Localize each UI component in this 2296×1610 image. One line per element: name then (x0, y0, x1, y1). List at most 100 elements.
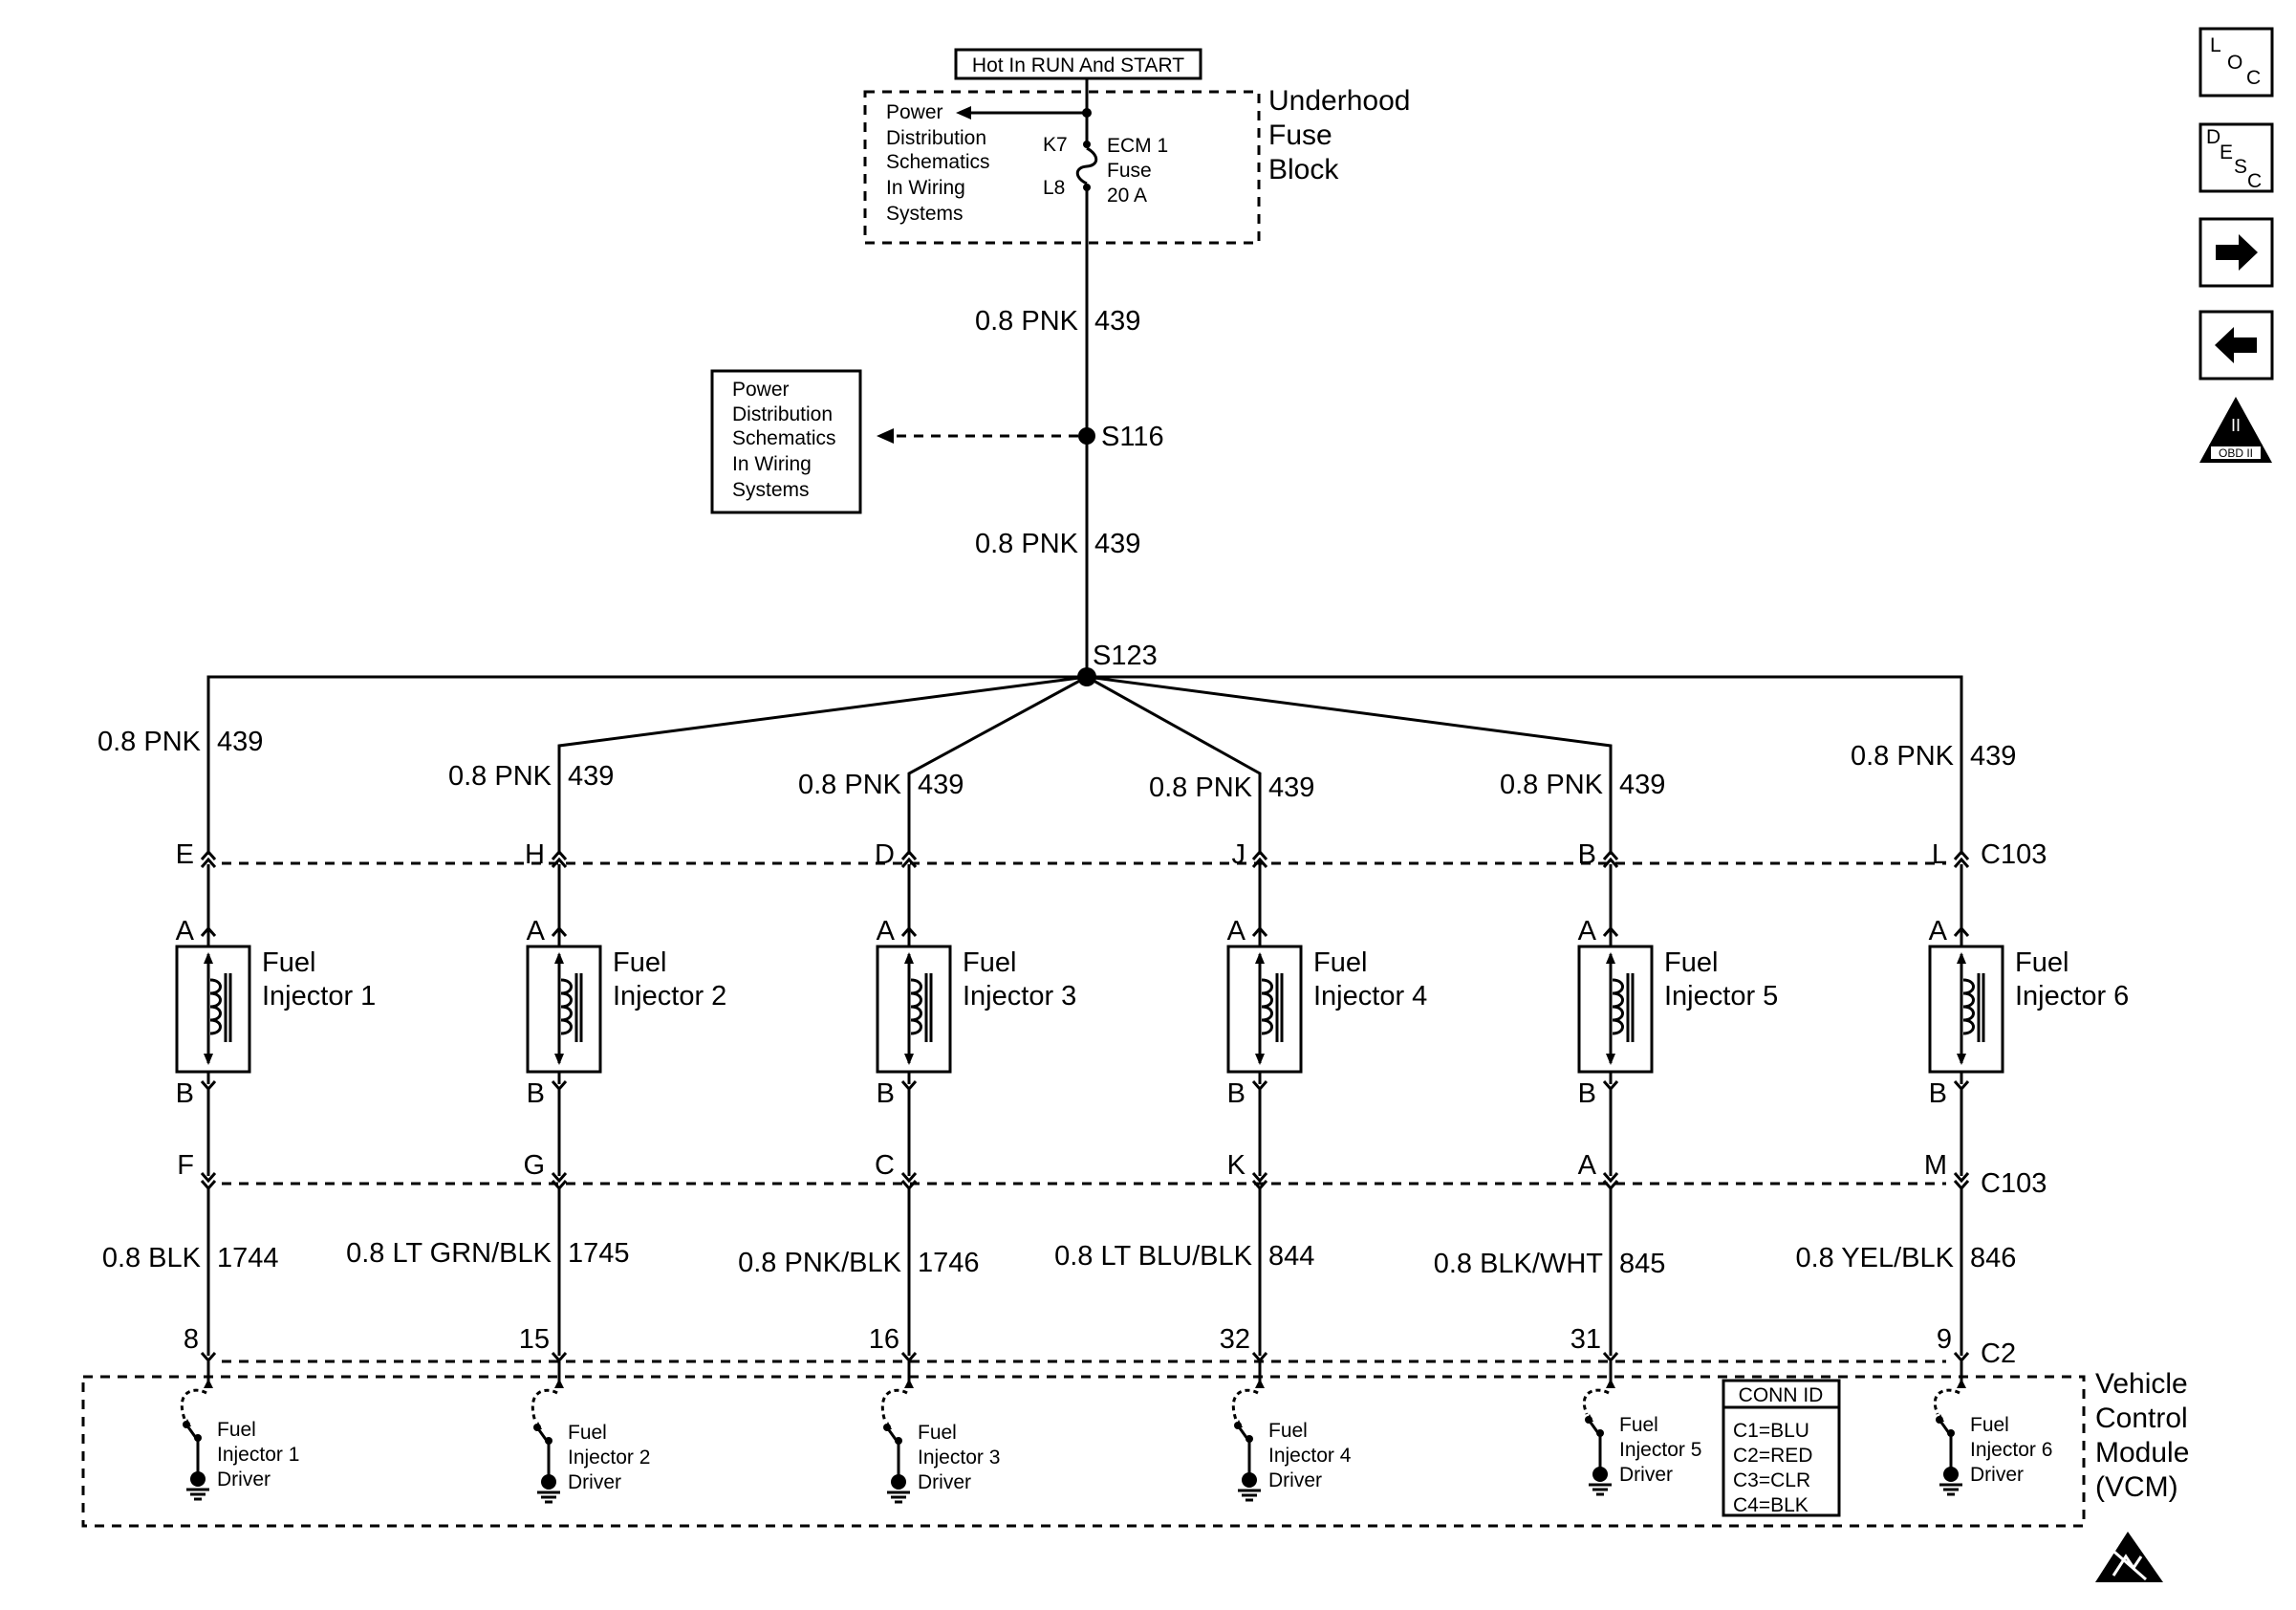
pin-b-label: B (1227, 1078, 1245, 1109)
pin-top-label: L (1932, 839, 1947, 870)
fuse-label-1: ECM 1 (1107, 135, 1168, 157)
fuel-injector-2 (526, 945, 602, 1074)
driver-label-3: Driver (217, 1469, 271, 1490)
injector-column-6 (1928, 841, 2004, 1496)
branch-3 (907, 675, 1088, 841)
s116-label: S116 (1101, 422, 1164, 452)
svg-text:Vehicle: Vehicle (2095, 1368, 2188, 1400)
supply-wire-label: 0.8 PNK (1500, 770, 1604, 800)
pin-bottom-label: G (523, 1150, 545, 1181)
supply-circuit-label: 439 (1619, 770, 1665, 800)
driver-label-1: Fuel (1970, 1414, 2009, 1436)
c2-label: C2 (1981, 1338, 2016, 1369)
main-wire-label-2: 0.8 PNK (975, 529, 1079, 559)
svg-text:(VCM): (VCM) (2095, 1471, 2178, 1503)
injector-driver-switch-5 (1583, 1388, 1612, 1496)
return-wire-label: 0.8 YEL/BLK (1795, 1243, 1954, 1273)
supply-circuit-label: 439 (217, 727, 263, 757)
vcm-label: Vehicle Control Module (VCM) (2095, 1368, 2189, 1503)
injector-name-2: Injector 6 (2015, 981, 2129, 1012)
svg-text:OBD II: OBD II (2219, 446, 2253, 460)
svg-text:D: D (2206, 126, 2220, 148)
injector-driver-switch-4 (1231, 1388, 1261, 1502)
main-circuit-label-2: 439 (1094, 529, 1140, 559)
svg-text:O: O (2227, 52, 2242, 74)
pds-box-5: Systems (732, 479, 810, 501)
vcm-pin-label: 31 (1570, 1324, 1601, 1355)
branch-6 (1087, 675, 1963, 841)
obd-ii-icon[interactable]: II OBD II (2199, 397, 2272, 463)
desc-icon[interactable]: D E S C (2199, 122, 2274, 193)
driver-label-2: Injector 2 (568, 1447, 650, 1469)
svg-text:C: C (2247, 170, 2262, 192)
branch-5 (1086, 675, 1613, 841)
vcm-pin-label: 16 (869, 1324, 899, 1355)
conn-id-2: C2=RED (1733, 1445, 1812, 1467)
arrow-left-icon[interactable] (2199, 310, 2274, 381)
return-wire-label: 0.8 PNK/BLK (738, 1248, 902, 1278)
injector-column-4 (1226, 841, 1303, 1502)
pin-b-label: B (877, 1078, 895, 1109)
underhood-fuse-block: Underhood Fuse Block Power Distribution … (863, 85, 1410, 245)
pin-top-label: E (176, 839, 194, 870)
fuel-injector-1 (175, 945, 251, 1074)
pin-b-label: B (176, 1078, 194, 1109)
branch-1 (206, 675, 1087, 841)
loc-icon[interactable]: L O C (2199, 27, 2274, 98)
fuse-symbol (1075, 146, 1098, 185)
injector-name-2: Injector 2 (613, 981, 726, 1012)
fuse-block-label-2: Fuse (1268, 120, 1332, 151)
driver-label-1: Fuel (217, 1419, 256, 1441)
driver-label-3: Driver (1970, 1464, 2024, 1486)
fuel-injector-4 (1226, 945, 1303, 1074)
driver-label-2: Injector 3 (918, 1447, 1000, 1469)
pin-bottom-label: F (177, 1150, 194, 1181)
supply-circuit-label: 439 (568, 761, 614, 792)
hot-label: Hot In RUN And START (972, 54, 1184, 76)
driver-label-2: Injector 6 (1970, 1439, 2052, 1461)
supply-wire-label: 0.8 PNK (97, 727, 202, 757)
pds-small-3: Schematics (886, 151, 990, 173)
return-circuit-label: 1746 (918, 1248, 980, 1278)
driver-label-1: Fuel (568, 1422, 607, 1444)
main-circuit-label-1: 439 (1094, 306, 1140, 337)
pin-bottom-label: K (1227, 1150, 1246, 1181)
pin-b-label: B (527, 1078, 545, 1109)
fuse-block-label-1: Underhood (1268, 85, 1410, 117)
svg-text:C: C (2246, 67, 2261, 89)
pin-a-label: A (1227, 916, 1246, 946)
vcm-outline (81, 1375, 2086, 1528)
return-wire-label: 0.8 BLK (102, 1243, 202, 1273)
arrow-right-icon[interactable] (2199, 217, 2274, 288)
svg-text:L: L (2210, 34, 2221, 56)
vcm-pin-label: 32 (1220, 1324, 1250, 1355)
supply-circuit-label: 439 (1970, 741, 2016, 772)
pin-a-label: A (1929, 916, 1948, 946)
svg-text:Module: Module (2095, 1437, 2189, 1469)
svg-text:II: II (2231, 416, 2241, 435)
pin-bottom-label: M (1924, 1150, 1947, 1181)
driver-label-2: Injector 1 (217, 1444, 299, 1466)
pds-box-2: Distribution (732, 403, 833, 425)
pds-small-1: Power (886, 101, 943, 123)
injector-column-2 (526, 841, 602, 1504)
c103-lower-label: C103 (1981, 1168, 2047, 1199)
supply-wire-label: 0.8 PNK (448, 761, 552, 792)
supply-circuit-label: 439 (1268, 772, 1314, 803)
branch-2 (557, 675, 1088, 841)
pds-small-5: Systems (886, 203, 964, 225)
branch-4 (1086, 675, 1262, 841)
svg-text:S: S (2234, 156, 2247, 178)
c103-upper-label: C103 (1981, 839, 2047, 870)
injector-driver-switch-2 (531, 1388, 560, 1504)
svg-text:Control: Control (2095, 1403, 2188, 1434)
supply-wire-label: 0.8 PNK (798, 770, 902, 800)
injector-name-1: Fuel (262, 947, 315, 978)
driver-label-3: Driver (918, 1471, 971, 1493)
injector-name-2: Injector 3 (963, 981, 1076, 1012)
pin-bottom-label: A (1578, 1150, 1597, 1181)
conn-id-title: CONN ID (1739, 1384, 1824, 1406)
pin-top-label: H (525, 839, 545, 870)
injector-name-1: Fuel (1664, 947, 1718, 978)
